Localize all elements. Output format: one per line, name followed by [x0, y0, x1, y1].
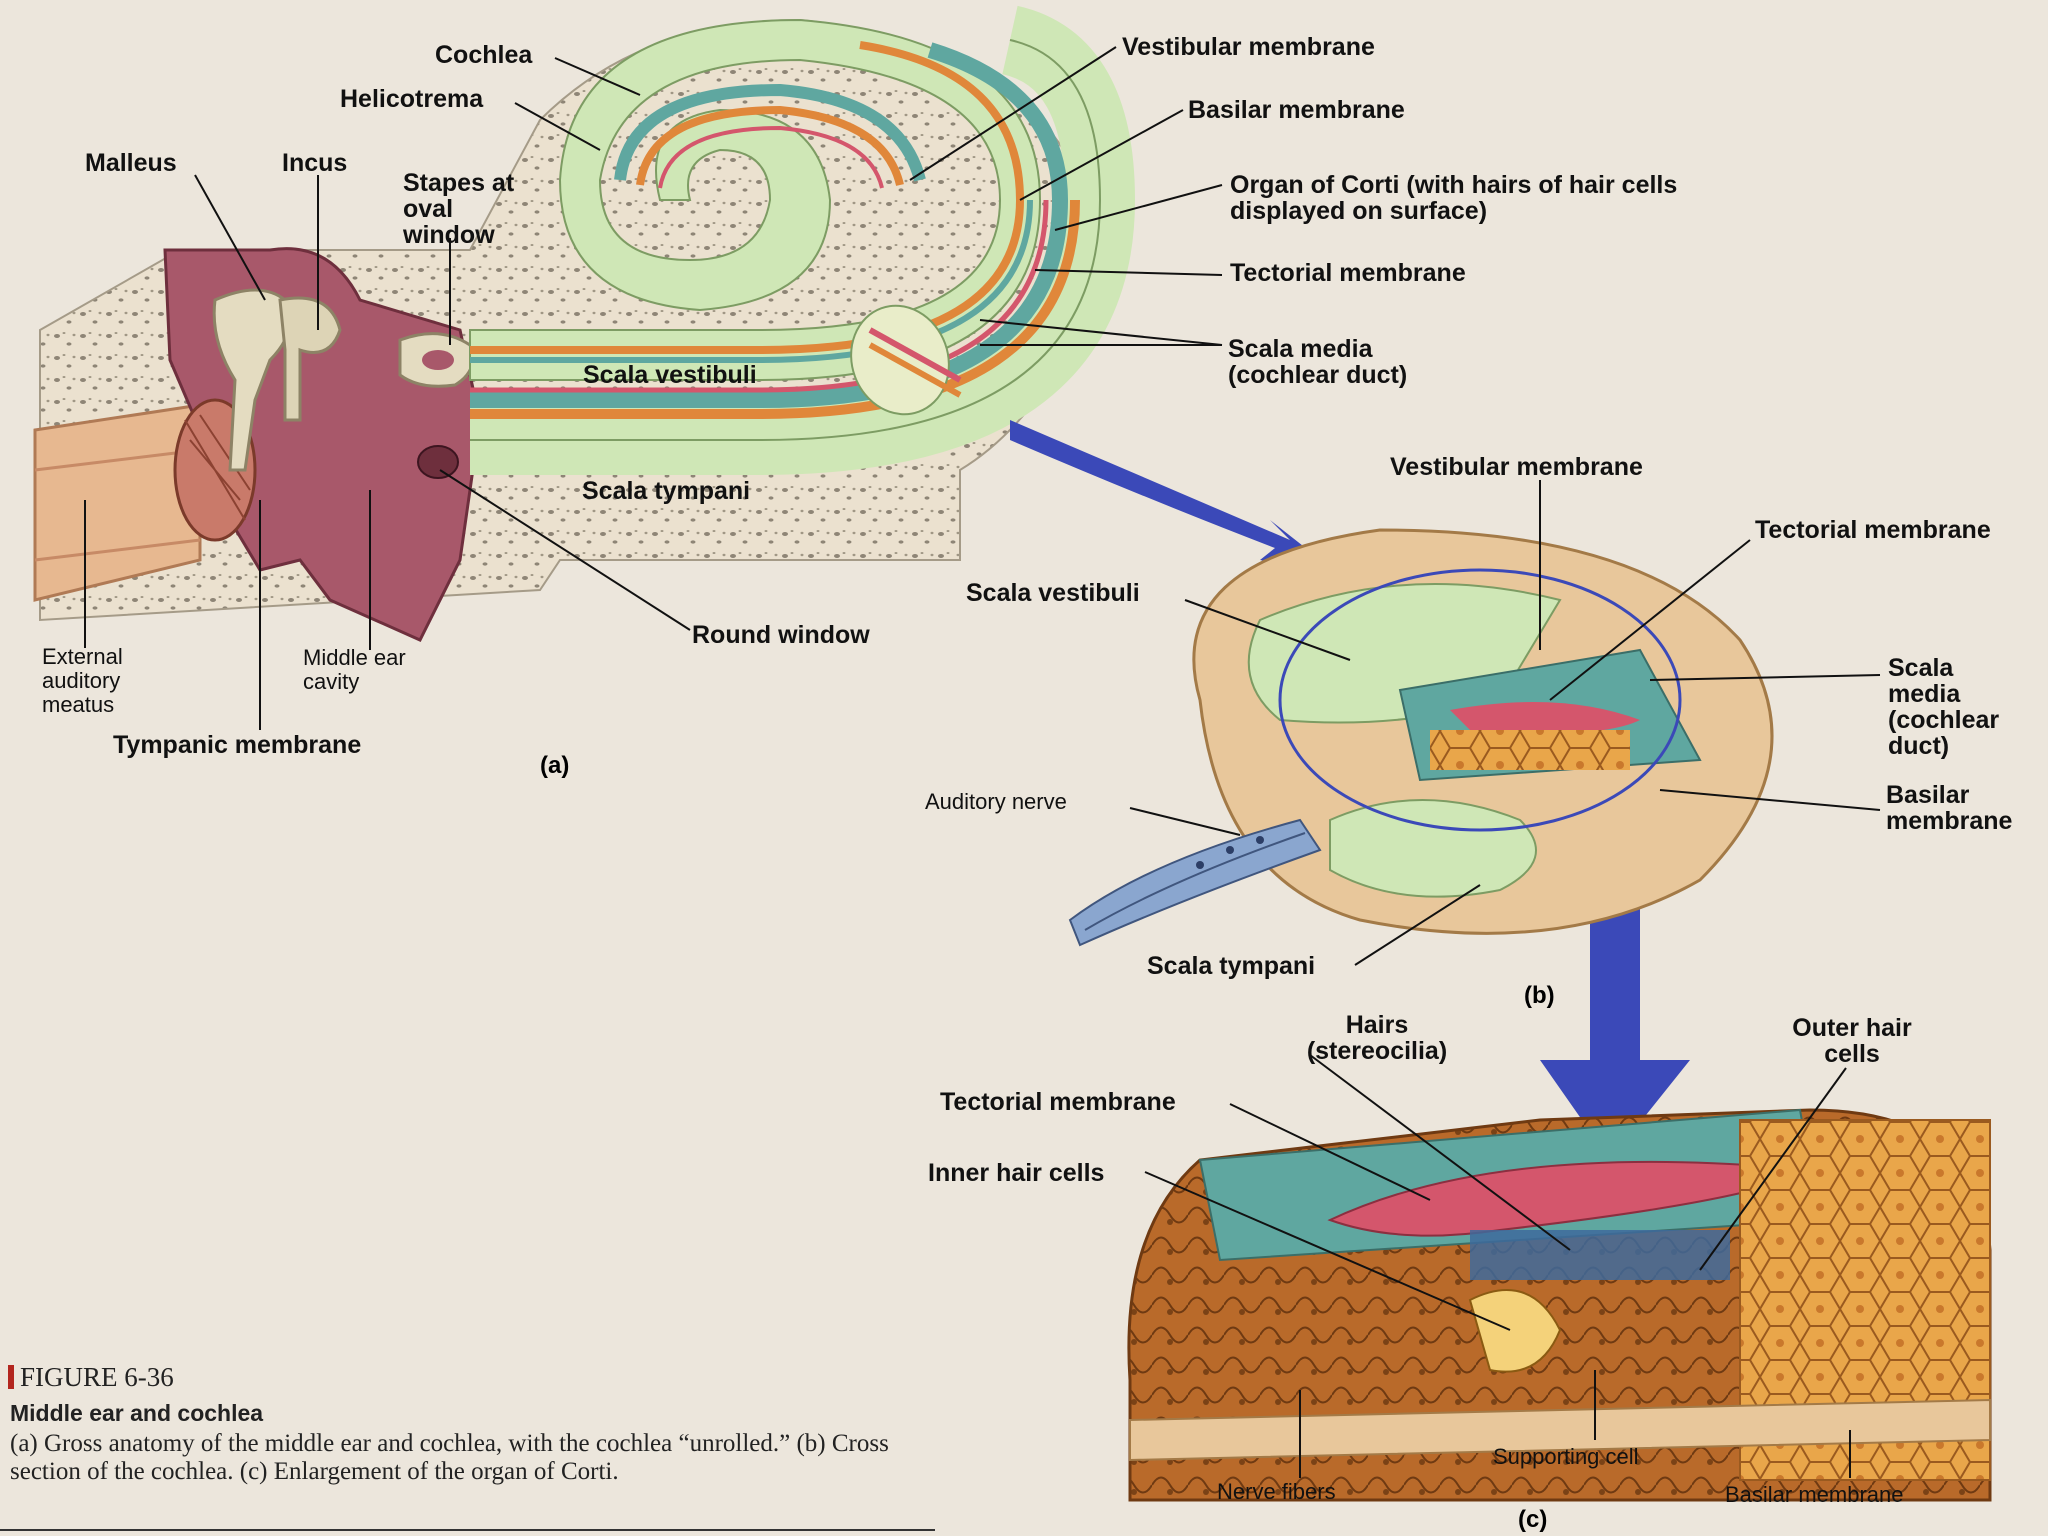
figure-marker — [8, 1365, 14, 1389]
label-auditory-nerve: Auditory nerve — [925, 789, 1067, 814]
label-malleus: Malleus — [85, 149, 177, 177]
label-cochlea: Cochlea — [435, 41, 533, 69]
label-inner-hair-cells: Inner hair cells — [928, 1159, 1105, 1187]
arrow-b-to-c — [1540, 900, 1690, 1160]
label-scala-media-b: Scala media (cochlear duct) — [1888, 654, 2000, 760]
label-external-meatus: External auditory meatus — [42, 644, 123, 717]
label-helicotrema: Helicotrema — [340, 85, 484, 113]
malleus-shape — [212, 288, 292, 472]
label-tympanic-membrane: Tympanic membrane — [113, 731, 362, 759]
label-basilar-membrane-a: Basilar membrane — [1188, 96, 1405, 124]
label-supporting-cell: Supporting cell — [1493, 1444, 1639, 1469]
panel-c-leaders — [1144, 1054, 1851, 1478]
label-scala-vestibuli-b: Scala vestibuli — [966, 579, 1140, 607]
label-stapes: Stapes at oval window — [403, 169, 515, 249]
zoom-circle — [1278, 568, 1682, 832]
panel-a — [33, 5, 1223, 730]
panel-a-tag: (a) — [540, 752, 570, 779]
label-hairs: Hairs (stereocilia) — [1306, 1011, 1448, 1065]
label-organ-of-corti: Organ of Corti (with hairs of hair cells… — [1230, 171, 1678, 225]
label-scala-tympani-b: Scala tympani — [1147, 952, 1316, 980]
inner-hair-cell-shape — [1468, 1289, 1562, 1373]
label-middle-ear-cavity: Middle ear cavity — [303, 645, 406, 694]
label-tectorial-membrane-b: Tectorial membrane — [1755, 516, 1991, 544]
figure-caption: (a) Gross anatomy of the middle ear and … — [10, 1430, 889, 1485]
figure-number: FIGURE 6-36 — [8, 1362, 174, 1393]
figure-title: Middle ear and cochlea — [10, 1400, 264, 1426]
round-window-shape — [417, 445, 459, 479]
label-scala-media-a: Scala media (cochlear duct) — [1228, 335, 1408, 389]
label-scala-vestibuli: Scala vestibuli — [583, 361, 757, 389]
arrow-a-to-b — [1010, 420, 1340, 575]
panel-b-tag: (b) — [1524, 982, 1555, 1009]
figure-number-text: FIGURE 6-36 — [20, 1362, 174, 1392]
label-outer-hair-cells: Outer hair cells — [1792, 1014, 1912, 1068]
label-vestibular-membrane-b: Vestibular membrane — [1390, 453, 1643, 481]
panel-b — [1068, 480, 1881, 966]
label-tectorial-membrane-c: Tectorial membrane — [940, 1088, 1176, 1116]
label-nerve-fibers: Nerve fibers — [1217, 1479, 1336, 1504]
label-basilar-membrane-b: Basilar membrane — [1886, 781, 2013, 835]
panel-c-tag: (c) — [1518, 1506, 1548, 1533]
label-tectorial-membrane-a: Tectorial membrane — [1230, 259, 1466, 287]
label-basilar-membrane-c: Basilar membrane — [1725, 1482, 1904, 1507]
label-incus: Incus — [282, 149, 348, 177]
panel-c — [1127, 1054, 1992, 1502]
panel-b-leaders — [1129, 480, 1881, 966]
label-vestibular-membrane-a: Vestibular membrane — [1122, 33, 1375, 61]
panel-a-leaders — [84, 46, 1223, 730]
label-scala-tympani: Scala tympani — [582, 477, 751, 505]
incus-shape — [278, 296, 342, 422]
label-round-window: Round window — [692, 621, 870, 649]
